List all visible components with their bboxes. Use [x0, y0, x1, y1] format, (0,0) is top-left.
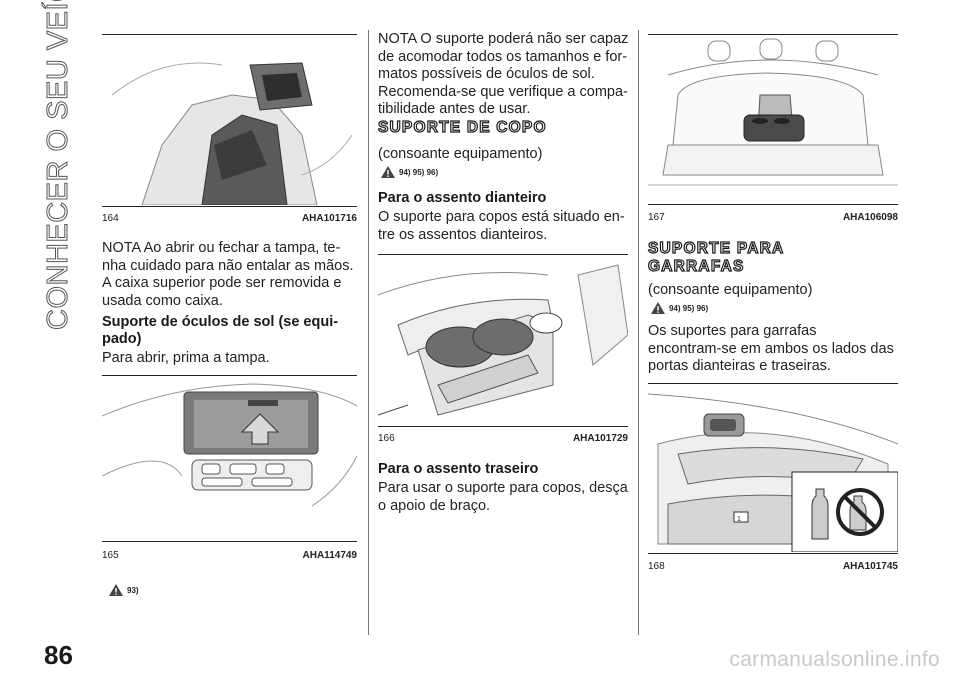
availability-note: (consoante equipamento) [648, 282, 813, 298]
figure-166-front-cup-holder [378, 255, 628, 425]
figure-code: AHA101745 [842, 561, 898, 572]
warning-reference: 94) 95) 96) [380, 165, 438, 179]
figure-callout-label: 1 [737, 516, 741, 523]
column-divider [638, 30, 639, 635]
figure-168-door-bottle-holder: 1 [648, 384, 898, 552]
page-number: 86 [44, 640, 73, 670]
section-title-cup-holder: SUPORTE DE COPO [377, 118, 547, 136]
figure-rule [648, 34, 898, 35]
heading-front-seat: Para o assento dianteiro [378, 190, 547, 206]
figure-rule [378, 426, 628, 427]
figure-rule [102, 206, 357, 207]
figure-number: 165 [102, 550, 119, 561]
figure-code: AHA114749 [302, 550, 357, 561]
figure-165-sunglasses-holder [102, 376, 357, 540]
figure-caption: 164 AHA101716 [102, 213, 357, 225]
figure-rule [648, 383, 898, 384]
figure-rule [648, 553, 898, 554]
body-paragraph: O suporte para copos está situado en- tr… [378, 209, 625, 243]
figure-164-center-console [102, 35, 357, 205]
figure-rule [102, 375, 357, 376]
figure-rule [102, 34, 357, 35]
heading-rear-seat: Para o assento traseiro [378, 461, 539, 477]
warning-triangle-icon [381, 166, 395, 178]
figure-caption: 165 AHA114749 [102, 550, 357, 562]
note-paragraph: NOTA Ao abrir ou fechar a tampa, te- nha… [102, 240, 354, 309]
figure-caption: 166 AHA101729 [378, 433, 628, 445]
figure-167-rear-cup-holder [648, 35, 898, 203]
note-paragraph: NOTA O suporte poderá não ser capaz de a… [378, 31, 629, 117]
watermark-link[interactable]: carmanualsonline.info [729, 648, 940, 671]
figure-rule [102, 541, 357, 542]
figure-number: 168 [648, 561, 665, 572]
section-title-bottle-holder: SUPORTE PARA GARRAFAS [647, 239, 785, 275]
figure-rule [378, 254, 628, 255]
figure-rule [648, 204, 898, 205]
figure-code: AHA101716 [301, 213, 357, 224]
body-paragraph: Para usar o suporte para copos, desça o … [378, 480, 628, 514]
availability-note: (consoante equipamento) [378, 146, 543, 162]
column-divider [368, 30, 369, 635]
figure-code: AHA106098 [842, 212, 898, 223]
body-paragraph: Os suportes para garrafas encontram-se e… [648, 323, 894, 374]
warning-triangle-icon [109, 584, 123, 596]
figure-number: 166 [378, 433, 395, 444]
warning-reference: 93) [108, 583, 139, 597]
warning-triangle-icon [651, 302, 665, 314]
body-paragraph: Para abrir, prima a tampa. [102, 350, 270, 366]
heading-sunglasses-holder: Suporte de óculos de sol (se equi- pado) [102, 314, 339, 347]
figure-number: 167 [648, 212, 665, 223]
warning-reference: 94) 95) 96) [650, 301, 708, 315]
figure-number: 164 [102, 213, 119, 224]
figure-code: AHA101729 [572, 433, 628, 444]
figure-caption: 167 AHA106098 [648, 212, 898, 224]
figure-caption: 168 AHA101745 [648, 561, 898, 573]
